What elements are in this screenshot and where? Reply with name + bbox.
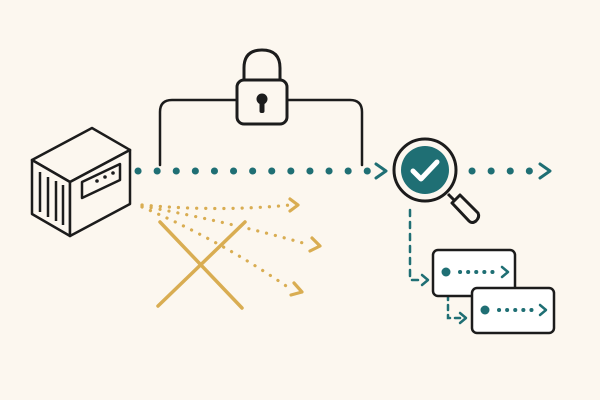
lock-icon	[235, 48, 289, 126]
cross-mark-icon	[156, 220, 247, 310]
record-card-icon	[470, 286, 556, 335]
rejected-flow-edges	[140, 197, 322, 297]
arrow-right-icon	[458, 311, 468, 325]
arrow-right-icon	[500, 265, 510, 279]
main-flow-edge	[134, 162, 388, 180]
arrow-right-icon	[288, 197, 300, 213]
arrow-right-icon	[308, 236, 322, 253]
arrow-right-icon	[289, 281, 304, 297]
arrow-right-icon	[420, 273, 430, 287]
output-flow-edge	[468, 162, 552, 180]
record-branch-edges	[408, 208, 468, 325]
record-card-2	[470, 286, 556, 335]
magnifier-check-icon	[392, 137, 481, 224]
arrow-right-icon	[538, 303, 548, 317]
arrow-right-icon	[538, 162, 552, 180]
server-icon	[30, 126, 132, 238]
arrow-right-icon	[374, 162, 388, 180]
